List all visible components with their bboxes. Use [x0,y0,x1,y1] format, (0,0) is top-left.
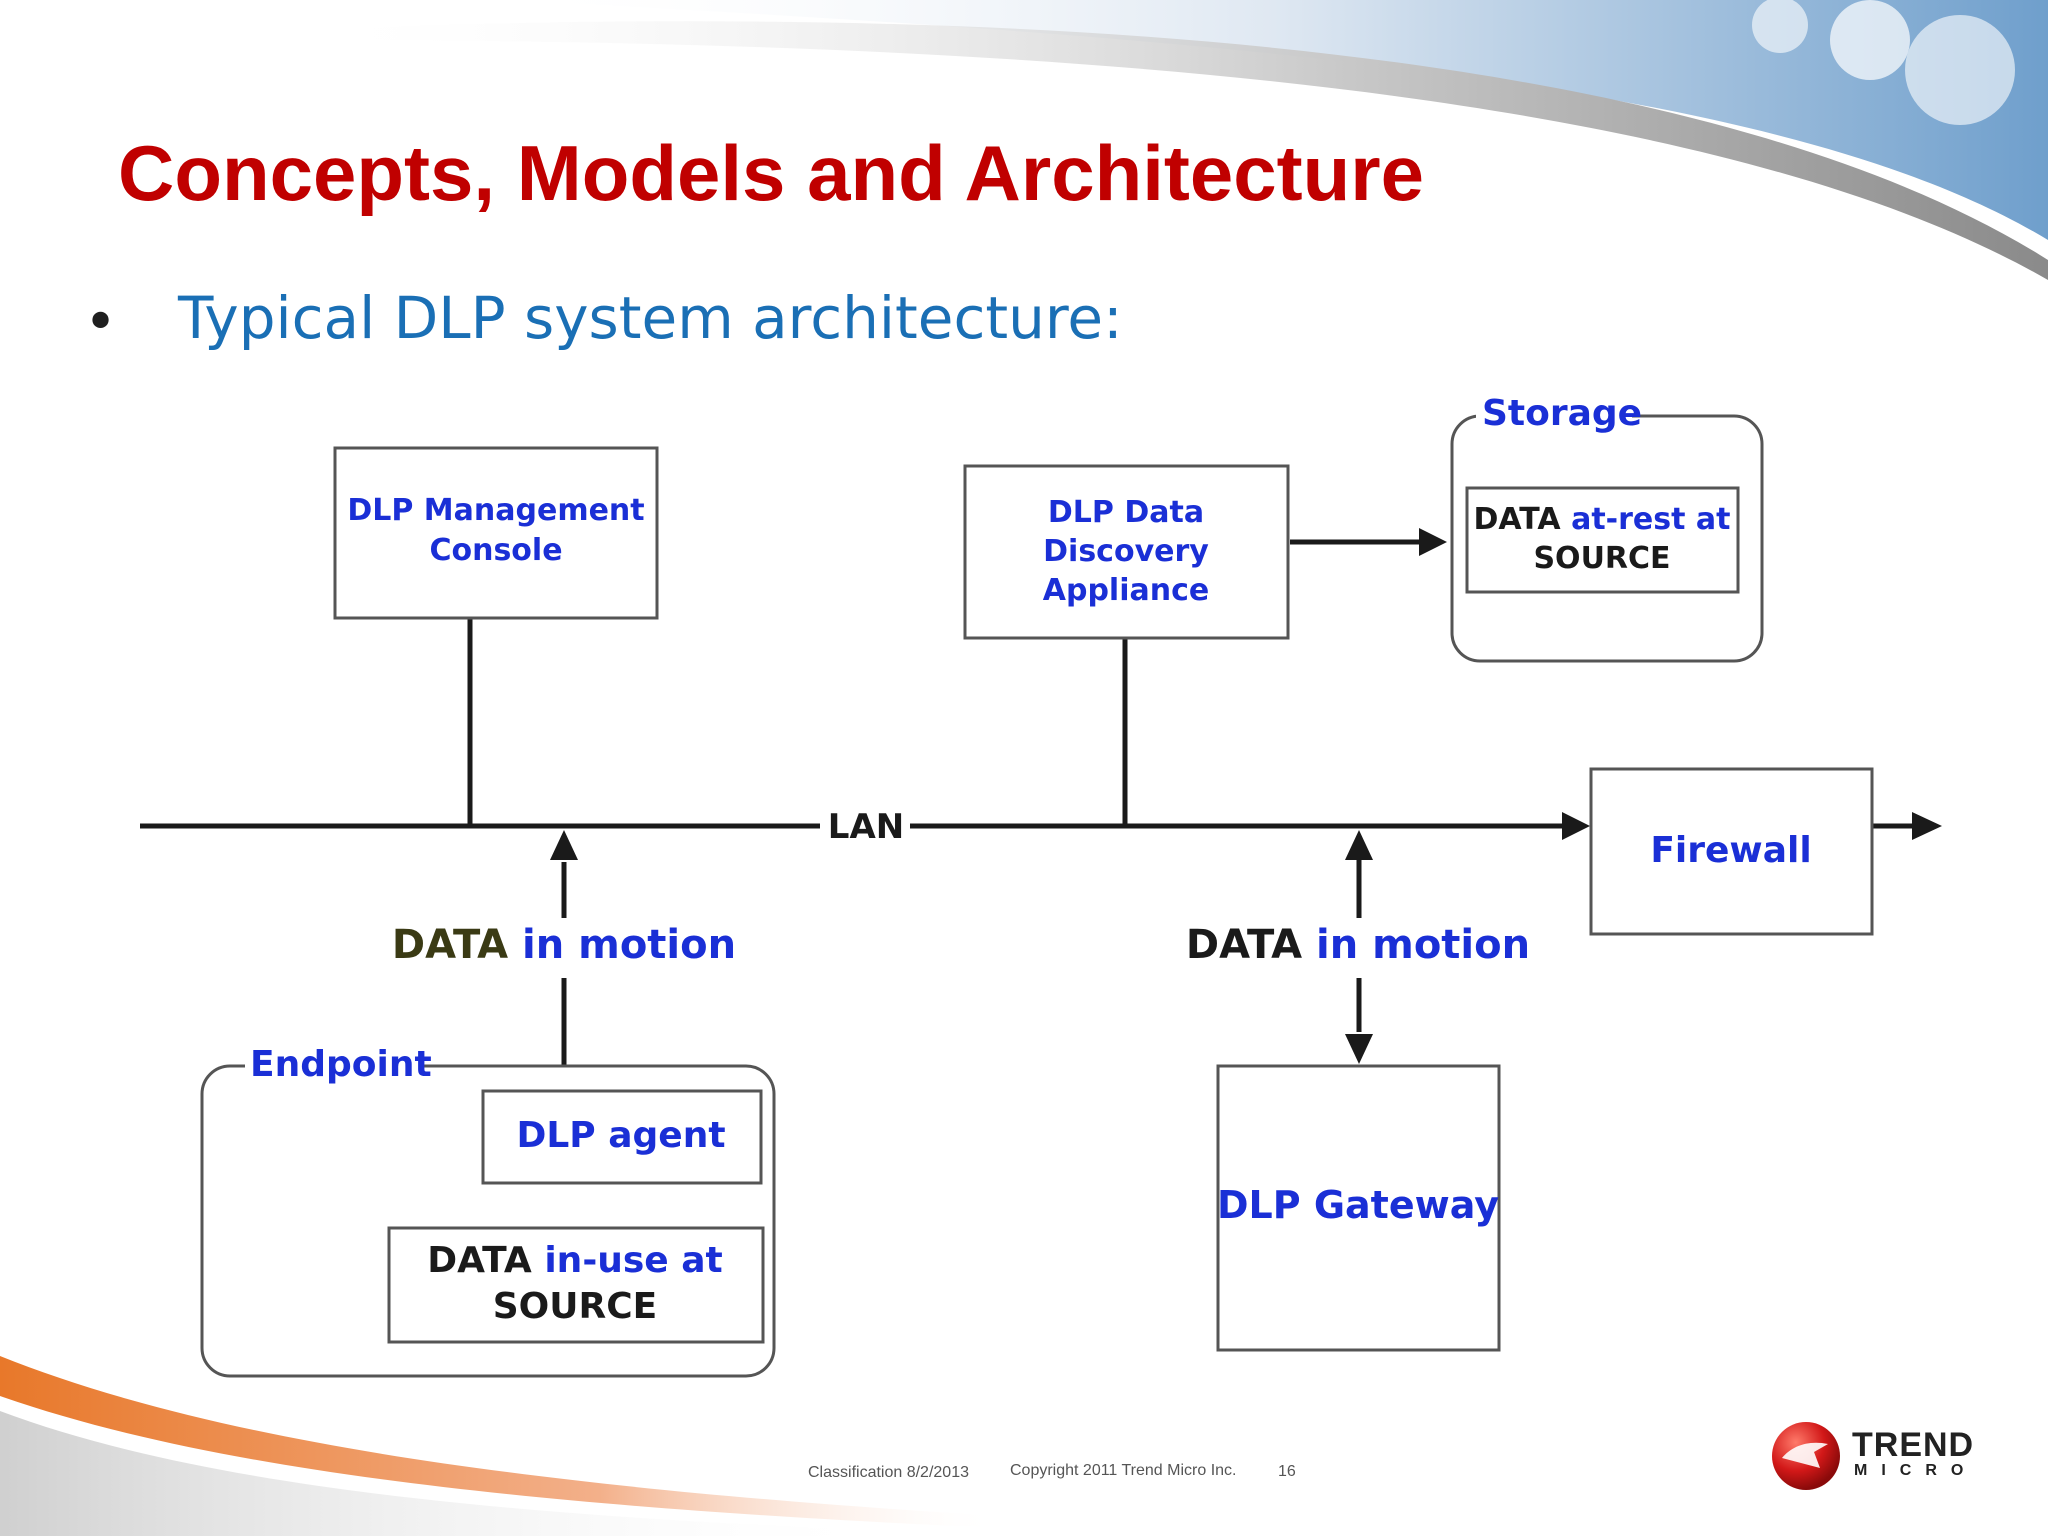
firewall-label: Firewall [1650,830,1811,871]
slide-title: Concepts, Models and Architecture [118,129,1425,217]
copyright-text: Copyright 2011 Trend Micro Inc. [1010,1462,1237,1479]
at-rest-box [1465,486,1740,594]
trend-micro-logo: TREND MICRO [1768,1418,1988,1498]
in-use-line1: DATA in-use at [427,1240,723,1281]
discovery-line1: DLP Data [1048,495,1204,530]
classification-text: Classification 8/2/2013 [808,1464,969,1481]
page-number: 16 [1278,1463,1296,1480]
logo-trend: TREND [1852,1426,1975,1464]
footer-swoosh [0,1356,1000,1536]
at-rest-line2: SOURCE [1533,541,1670,576]
agent-label: DLP agent [516,1115,725,1156]
mgmt-console-box [333,446,659,620]
discovery-line3: Appliance [1043,573,1209,608]
logo-micro: MICRO [1854,1462,1978,1479]
lan-label: LAN [828,807,904,847]
in-use-line2: SOURCE [493,1286,658,1327]
in-use-box [387,1226,765,1344]
mgmt-console-line2: Console [429,533,562,568]
discovery-box [963,464,1290,640]
gateway-box [1216,1064,1501,1352]
bullet-text: Typical DLP system architecture: [178,284,1123,352]
storage-label: Storage [1482,393,1642,434]
mgmt-console-line1: DLP Management [347,493,644,528]
firewall-box [1589,767,1874,936]
discovery-line2: Discovery [1043,534,1209,569]
motion-left-label: DATA in motion [392,922,736,968]
bullet-dot: • [84,290,118,355]
agent-box [481,1089,763,1185]
endpoint-label: Endpoint [250,1044,432,1085]
header-swoosh [300,0,2048,281]
motion-right-label: DATA in motion [1186,922,1530,968]
gateway-label: DLP Gateway [1217,1183,1499,1227]
at-rest-line1: DATA at-rest at [1473,502,1730,537]
trend-micro-ball-icon [1772,1422,1840,1490]
